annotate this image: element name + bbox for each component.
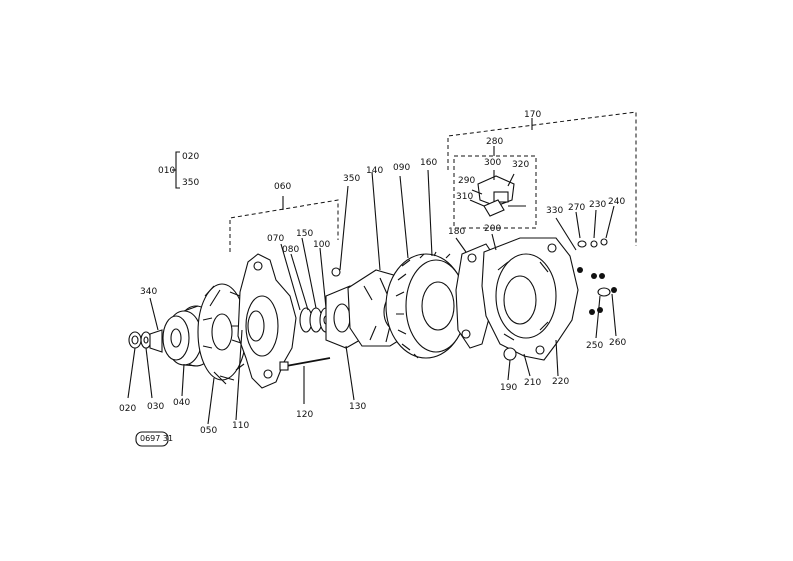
label-270: 270 [568, 203, 586, 213]
label-210: 210 [524, 378, 542, 388]
drawing-code: 0697 31 [140, 434, 174, 443]
part-200 [491, 233, 497, 251]
label-140: 140 [366, 166, 384, 176]
label-220: 220 [552, 377, 570, 387]
drawing-code-box [135, 431, 169, 447]
label-080: 080 [282, 245, 300, 255]
group-280-dashed-frame [453, 146, 537, 229]
label-020-group: 020 [182, 152, 200, 162]
label-310: 310 [456, 192, 474, 202]
label-340: 340 [140, 287, 158, 297]
label-160: 160 [420, 158, 438, 168]
stator-090 [385, 175, 467, 359]
label-300: 300 [484, 158, 502, 168]
front-frame-110 [235, 253, 297, 421]
label-240: 240 [608, 197, 626, 207]
label-280: 280 [486, 137, 504, 147]
label-060: 060 [274, 182, 292, 192]
washer-030 [140, 331, 153, 399]
label-110: 110 [232, 421, 250, 431]
rear-frame-220 [481, 237, 579, 377]
label-230: 230 [589, 200, 607, 210]
label-090: 090 [393, 163, 411, 173]
nut-020 [127, 331, 142, 399]
label-350-group: 350 [182, 178, 200, 188]
label-330: 330 [546, 206, 564, 216]
label-020: 020 [119, 404, 137, 414]
label-290: 290 [458, 176, 476, 186]
label-050: 050 [200, 426, 218, 436]
bolt-120 [279, 357, 331, 404]
label-190: 190 [500, 383, 518, 393]
cap-190 [503, 347, 517, 381]
group-170-dashed-frame [447, 111, 637, 246]
label-040: 040 [173, 398, 191, 408]
label-100: 100 [313, 240, 331, 250]
screw-350 [331, 185, 349, 277]
label-150: 150 [296, 229, 314, 239]
label-320: 320 [512, 160, 530, 170]
stator-winding-160 [427, 169, 433, 257]
spacer-340 [149, 297, 163, 353]
label-200: 200 [484, 224, 502, 234]
label-010: 010 [158, 166, 176, 176]
terminal-hardware [555, 205, 617, 339]
label-260: 260 [609, 338, 627, 348]
label-130: 130 [349, 402, 367, 412]
label-350: 350 [343, 174, 361, 184]
group-060-dashed-frame [229, 196, 339, 252]
label-180: 180 [448, 227, 466, 237]
fan-050 [197, 283, 247, 425]
label-120: 120 [296, 410, 314, 420]
brush-holder-280 [469, 170, 526, 217]
label-030: 030 [147, 402, 165, 412]
bracket-010 [172, 151, 180, 189]
part-210 [523, 353, 531, 377]
label-070: 070 [267, 234, 285, 244]
label-250: 250 [586, 341, 604, 351]
label-170: 170 [524, 110, 542, 120]
